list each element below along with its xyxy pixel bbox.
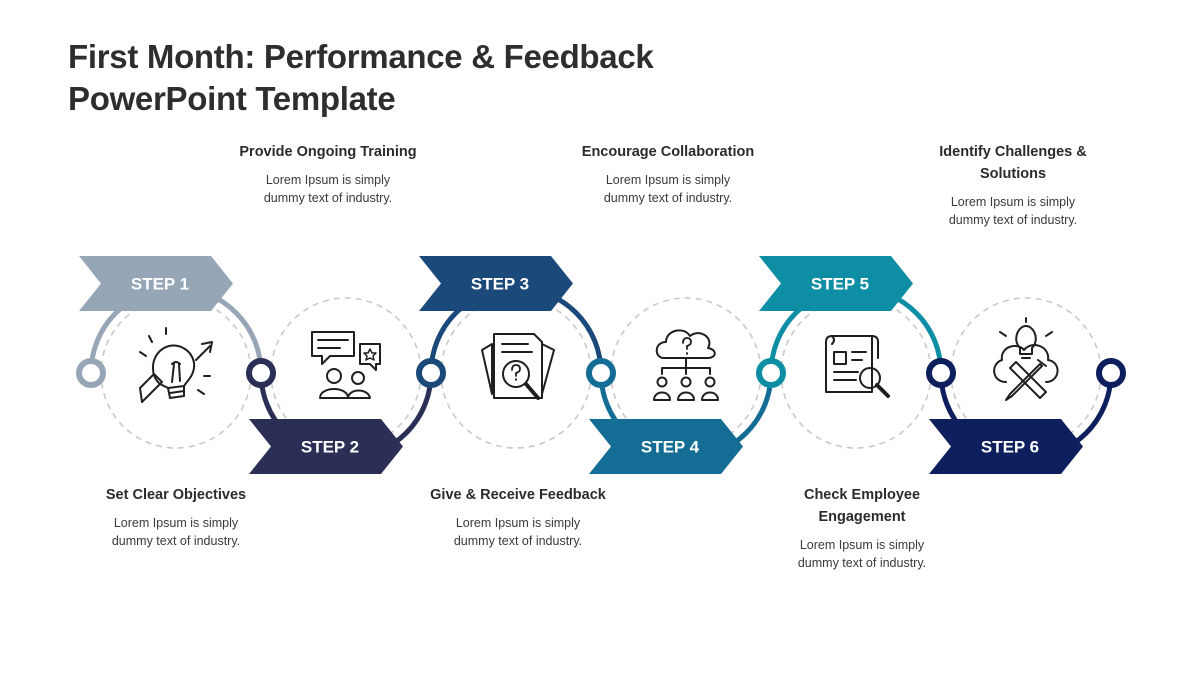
lightbulb-tools-icon <box>993 317 1059 401</box>
ring-node-1 <box>76 358 106 388</box>
step-heading: Identify Challenges & Solutions <box>939 144 1087 182</box>
step-heading: Provide Ongoing Training <box>239 144 417 160</box>
step-description: Lorem Ipsum is simply dummy text of indu… <box>797 538 927 570</box>
step-description: Lorem Ipsum is simply dummy text of indu… <box>603 173 733 205</box>
page-title-line-1: First Month: Performance & Feedback <box>68 38 654 75</box>
chat-people-icon <box>311 331 381 399</box>
dashed-circle-1 <box>100 297 252 449</box>
step-description: Lorem Ipsum is simply dummy text of indu… <box>948 195 1078 227</box>
step-heading: Set Clear Objectives <box>105 487 247 503</box>
step-label: STEP 1 <box>131 275 189 294</box>
step-label: STEP 6 <box>981 438 1039 457</box>
step-label: STEP 3 <box>471 275 529 294</box>
document-search-icon <box>481 333 555 400</box>
report-magnifier-icon <box>825 335 890 398</box>
ring-node-6 <box>926 358 956 388</box>
ring-node-2 <box>246 358 276 388</box>
step-banner-shape <box>929 419 1083 474</box>
step-banner-shape <box>589 419 743 474</box>
step-description: Lorem Ipsum is simply dummy text of indu… <box>453 516 583 548</box>
step-description: Lorem Ipsum is simply dummy text of indu… <box>111 516 241 548</box>
step-banner-2: STEP 2 <box>249 419 403 474</box>
step-banner-shape <box>79 256 233 311</box>
step-banner-shape <box>419 256 573 311</box>
cloud-team-icon <box>653 329 719 401</box>
step-banner-shape <box>249 419 403 474</box>
ring-node-3 <box>416 358 446 388</box>
step-label: STEP 5 <box>811 275 869 294</box>
step-label: STEP 2 <box>301 438 359 457</box>
step-banner-shape <box>759 256 913 311</box>
step-banner-3: STEP 3 <box>419 256 573 311</box>
step-banner-5: STEP 5 <box>759 256 913 311</box>
lightbulb-growth-arrow-icon <box>139 327 213 403</box>
step-banner-1: STEP 1 <box>79 256 233 311</box>
step-description: Lorem Ipsum is simply dummy text of indu… <box>263 173 393 205</box>
step-heading: Check Employee Engagement <box>803 487 921 525</box>
step-heading: Encourage Collaboration <box>581 144 755 160</box>
ring-node-7 <box>1096 358 1126 388</box>
ring-node-4 <box>586 358 616 388</box>
step-heading: Give & Receive Feedback <box>430 487 606 503</box>
page-title-line-2: PowerPoint Template <box>68 80 396 117</box>
step-banner-4: STEP 4 <box>589 419 743 474</box>
step-label: STEP 4 <box>641 438 700 457</box>
ring-node-5 <box>756 358 786 388</box>
step-banner-6: STEP 6 <box>929 419 1083 474</box>
page-title: First Month: Performance & Feedback Powe… <box>68 36 828 120</box>
